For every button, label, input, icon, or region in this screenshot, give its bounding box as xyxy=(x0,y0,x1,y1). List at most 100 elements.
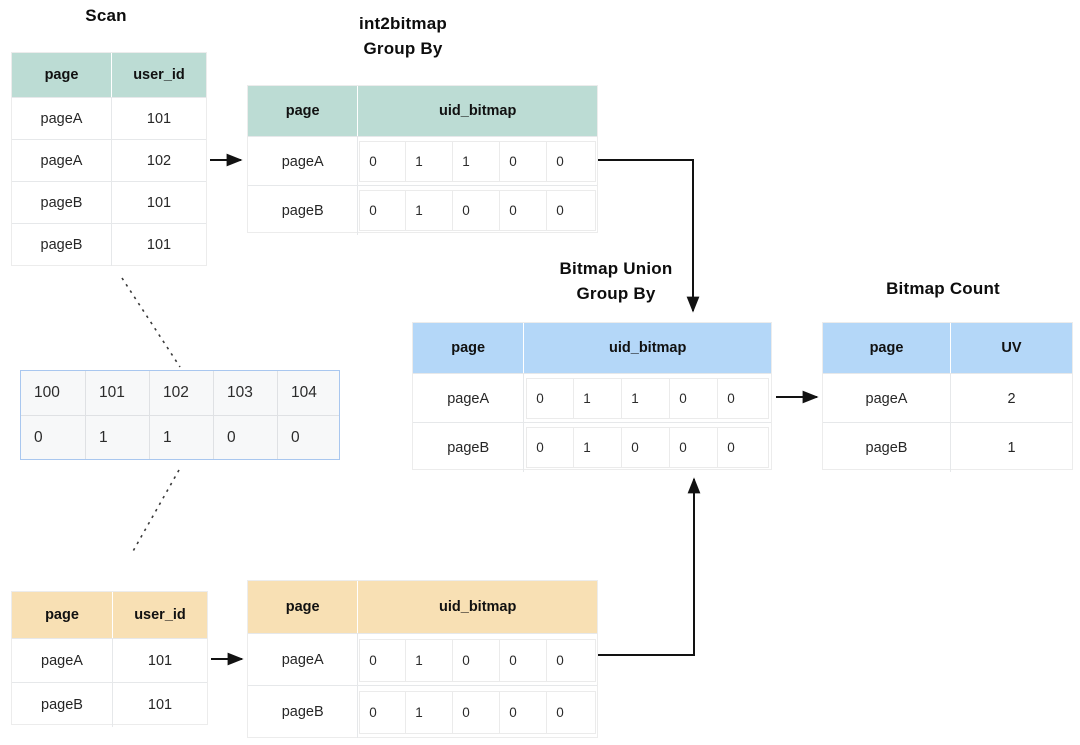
table-row: pageA 0 1 0 0 0 xyxy=(248,633,597,686)
table-row: pageA 0 1 1 0 0 xyxy=(413,373,771,423)
cell-user-id: 101 xyxy=(110,224,206,266)
bitmap-bit: 0 xyxy=(453,190,501,231)
detail-bit-cell: 0 xyxy=(213,416,277,459)
column-header-uid-bitmap: uid_bitmap xyxy=(523,323,771,373)
bitmap-union-table: page uid_bitmap pageA 0 1 1 0 0 pageB 0 … xyxy=(412,322,772,472)
cell-page: pageA xyxy=(281,652,324,668)
detail-id-cell: 103 xyxy=(213,371,277,415)
bitmap-bit: 1 xyxy=(453,141,501,182)
arrow-int2bitmap-bottom-to-union xyxy=(597,477,701,656)
cell-uv: 1 xyxy=(949,423,1072,472)
int2bitmap-table-top: page uid_bitmap pageA 0 1 1 0 0 pageB 0 … xyxy=(247,85,598,235)
table-row: pageA 2 xyxy=(823,373,1072,423)
table-row: pageB 1 xyxy=(823,422,1072,472)
detail-id-row: 100 101 102 103 104 xyxy=(21,371,339,415)
bitmap-bit: 0 xyxy=(547,638,597,682)
bitmap-bit: 0 xyxy=(500,638,548,682)
table-row: pageA 101 xyxy=(12,97,206,140)
bitmap-bit: 0 xyxy=(718,427,770,468)
bitmap-bit: 0 xyxy=(622,427,671,468)
bitmap-bit: 0 xyxy=(547,690,597,734)
table-header-row: page UV xyxy=(823,323,1072,373)
table-header-row: page uid_bitmap xyxy=(248,581,597,633)
cell-page: pageB xyxy=(40,195,83,211)
cell-page: pageA xyxy=(40,153,83,169)
bitmap-strip: 0 1 0 0 0 xyxy=(526,427,770,468)
bitmap-strip: 0 1 1 0 0 xyxy=(359,141,597,182)
cell-uid-bitmap: 0 1 0 0 0 xyxy=(357,686,597,738)
int2bitmap-table-bottom: page uid_bitmap pageA 0 1 0 0 0 pageB 0 … xyxy=(247,580,598,738)
cell-uid-bitmap: 0 1 0 0 0 xyxy=(357,186,597,235)
bitmap-bit: 1 xyxy=(406,638,454,682)
table-row: pageA 0 1 1 0 0 xyxy=(248,136,597,186)
title-bitmap-union-line2: Group By xyxy=(576,283,656,303)
column-header-page: page xyxy=(451,340,486,356)
bitmap-bit: 0 xyxy=(500,190,548,231)
bitmap-bit: 0 xyxy=(547,141,597,182)
column-header-user-id: user_id xyxy=(110,53,206,97)
bitmap-bit: 0 xyxy=(670,378,719,419)
cell-user-id: 101 xyxy=(110,98,206,140)
cell-page: pageA xyxy=(865,390,908,407)
cell-page: pageA xyxy=(40,111,83,127)
detail-id-cell: 104 xyxy=(277,371,338,415)
bitmap-bit: 0 xyxy=(453,638,501,682)
cell-uid-bitmap: 0 1 1 0 0 xyxy=(357,137,597,186)
table-row: pageB 101 xyxy=(12,682,207,727)
column-header-page: page xyxy=(869,340,904,356)
column-header-page: page xyxy=(44,67,79,83)
column-header-page: page xyxy=(285,599,320,615)
bitmap-bit: 0 xyxy=(526,427,575,468)
title-int2bitmap: int2bitmap Group By xyxy=(300,12,506,61)
cell-page: pageB xyxy=(281,704,324,720)
bitmap-strip: 0 1 0 0 0 xyxy=(359,190,597,231)
bitmap-bit: 1 xyxy=(406,190,454,231)
detail-id-cell: 101 xyxy=(85,371,149,415)
title-scan: Scan xyxy=(46,4,166,29)
column-header-uid-bitmap: uid_bitmap xyxy=(357,581,597,633)
column-header-uid-bitmap: uid_bitmap xyxy=(357,86,597,136)
cell-page: pageB xyxy=(40,237,83,253)
cell-uid-bitmap: 0 1 0 0 0 xyxy=(357,634,597,686)
bitmap-bit: 0 xyxy=(547,190,597,231)
bitmap-bit: 0 xyxy=(500,141,548,182)
table-row: pageB 101 xyxy=(12,223,206,266)
bitmap-count-table: page UV pageA 2 pageB 1 xyxy=(822,322,1073,472)
bitmap-detail-box: 100 101 102 103 104 0 1 1 0 0 xyxy=(20,370,340,460)
cell-uid-bitmap: 0 1 0 0 0 xyxy=(523,423,771,472)
cell-user-id: 101 xyxy=(111,639,207,683)
bitmap-bit: 0 xyxy=(526,378,575,419)
scan-table-top: page user_id pageA 101 pageA 102 pageB 1… xyxy=(11,52,207,266)
cell-page: pageA xyxy=(41,653,83,669)
title-bitmap-count: Bitmap Count xyxy=(840,277,1046,302)
bitmap-bit: 1 xyxy=(574,427,623,468)
table-row: pageA 101 xyxy=(12,638,207,683)
title-scan-text: Scan xyxy=(85,6,127,25)
table-row: pageB 0 1 0 0 0 xyxy=(413,422,771,472)
detail-bit-cell: 1 xyxy=(85,416,149,459)
table-row: pageB 101 xyxy=(12,181,206,224)
detail-bit-cell: 0 xyxy=(277,416,338,459)
dashed-guide-lower xyxy=(131,469,180,554)
cell-user-id: 101 xyxy=(111,683,207,727)
table-header-row: page user_id xyxy=(12,592,207,638)
bitmap-strip: 0 1 0 0 0 xyxy=(359,690,597,734)
title-bitmap-union-line1: Bitmap Union xyxy=(559,259,673,278)
table-row: pageA 102 xyxy=(12,139,206,182)
cell-page: pageA xyxy=(281,153,324,170)
dashed-guide-upper xyxy=(121,277,181,368)
cell-user-id: 102 xyxy=(110,140,206,182)
bitmap-bit: 0 xyxy=(500,690,548,734)
title-int2bitmap-line1: int2bitmap xyxy=(359,14,447,33)
cell-page: pageA xyxy=(447,390,490,407)
bitmap-bit: 1 xyxy=(574,378,623,419)
bitmap-bit: 0 xyxy=(670,427,719,468)
table-row: pageB 0 1 0 0 0 xyxy=(248,685,597,738)
cell-page: pageB xyxy=(865,439,908,456)
column-header-uv: UV xyxy=(949,323,1072,373)
cell-uv: 2 xyxy=(949,374,1072,423)
column-header-user-id: user_id xyxy=(111,592,207,638)
table-header-row: page uid_bitmap xyxy=(248,86,597,136)
scan-table-bottom: page user_id pageA 101 pageB 101 xyxy=(11,591,208,727)
bitmap-bit: 1 xyxy=(622,378,671,419)
